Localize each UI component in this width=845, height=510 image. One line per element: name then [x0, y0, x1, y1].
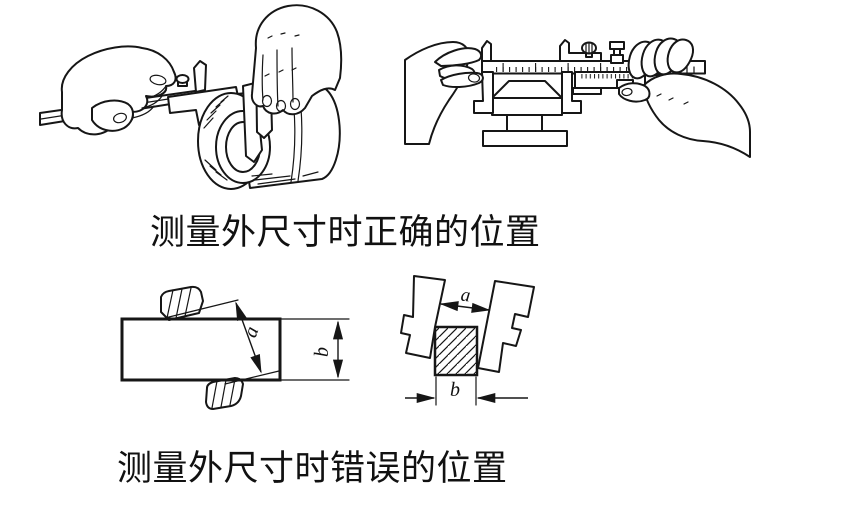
upper-jaw-tip: [160, 285, 204, 321]
left-hand: [60, 45, 177, 136]
thumbnail-icon: [467, 73, 481, 83]
stepped-workpiece: [482, 80, 568, 147]
fingernail-icon: [149, 74, 167, 86]
thumbnail-icon: [113, 112, 127, 124]
clamp-screw-icon: [175, 74, 190, 87]
lower-face-line: [224, 370, 280, 385]
thumbnail-icon: [621, 87, 633, 97]
jaw-gap-label: a: [460, 285, 472, 307]
correct-position-caption: 测量外尺寸时正确的位置: [150, 213, 541, 252]
workpiece-section: [433, 325, 479, 377]
fine-adjust-screw-icon: [609, 41, 625, 64]
dimension-a-arrow: [235, 301, 262, 374]
thumb: [91, 99, 134, 132]
clamp-bracket: [559, 39, 625, 64]
dimension-a-arrow: [439, 301, 491, 313]
true-width-label: b: [311, 347, 333, 357]
upper-face-line: [164, 299, 239, 319]
tilted-jaws-side-view-diagram: a b: [120, 285, 350, 410]
thumb: [618, 82, 651, 103]
workpiece-outline: [120, 317, 282, 382]
lower-jaw-tip: [205, 377, 244, 410]
right-hand: [618, 37, 751, 158]
tilted-jaws-front-view-diagram: a b: [400, 275, 535, 406]
hands-caliper-measuring-cylinder-illustration: [39, 4, 343, 190]
true-width-label: b: [450, 379, 460, 401]
thumb: [440, 71, 484, 89]
fingernail-icon: [289, 97, 301, 111]
fingernail-icon: [261, 94, 273, 108]
caliper-jaws: [473, 40, 582, 114]
fixed-jaw: [473, 71, 494, 114]
fixed-jaw-tab: [481, 40, 492, 62]
right-hand: [250, 4, 343, 116]
incorrect-position-caption: 测量外尺寸时错误的位置: [117, 449, 508, 488]
fingernail-icon: [275, 99, 287, 113]
vernier-ticks: [580, 74, 638, 79]
left-hand: [404, 41, 484, 145]
hands-caliper-measuring-stepped-block-illustration: [404, 37, 751, 158]
movable-jaw: [561, 71, 582, 114]
right-jaw: [477, 280, 535, 373]
